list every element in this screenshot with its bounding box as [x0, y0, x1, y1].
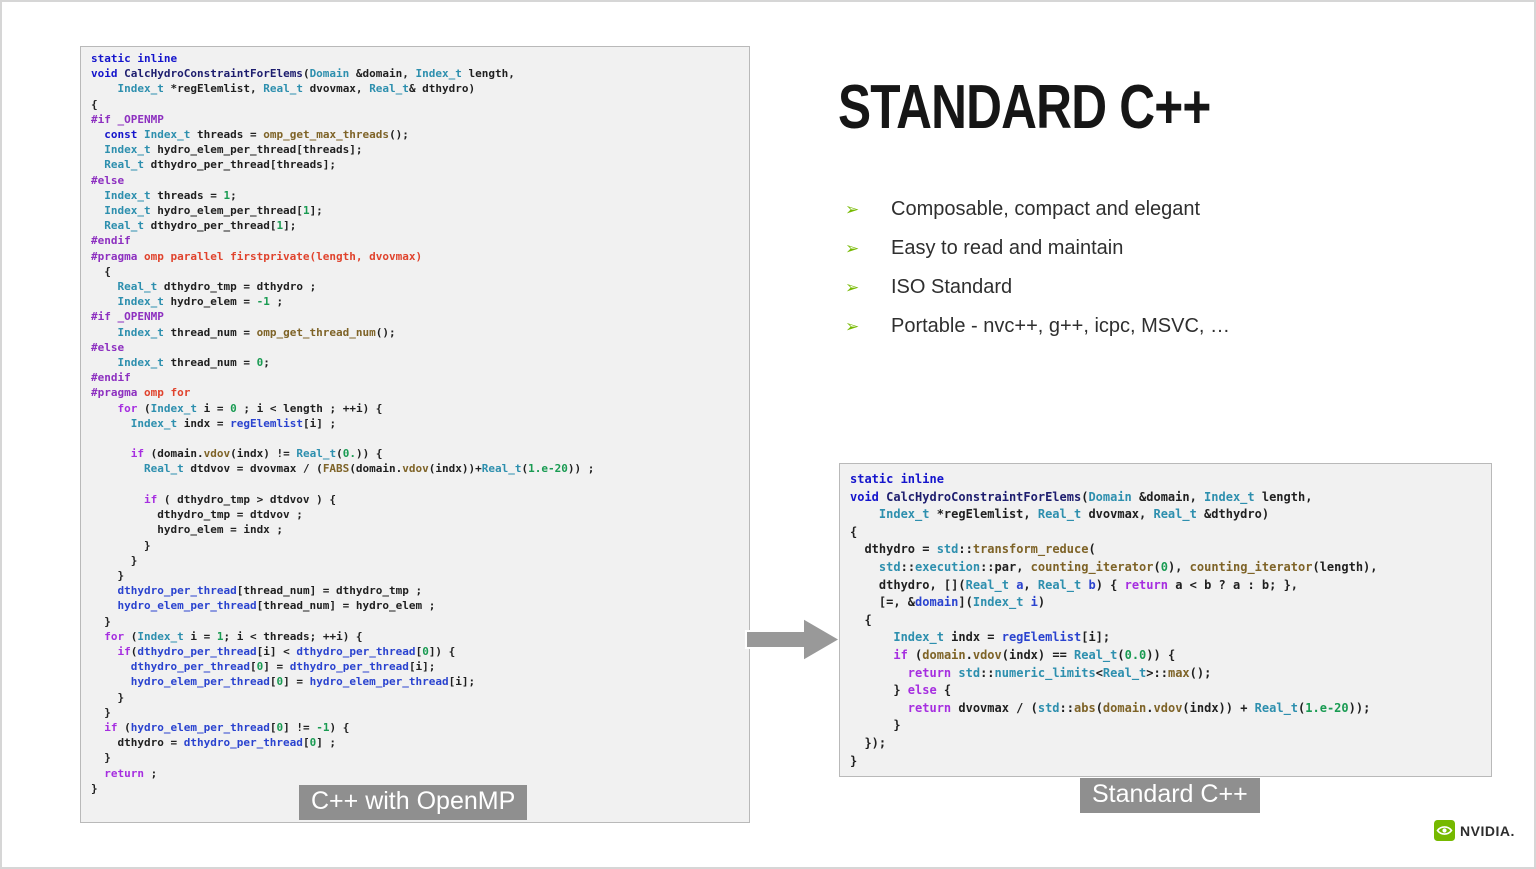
bullet-text: Portable - nvc++, g++, icpc, MSVC, … — [891, 315, 1231, 337]
stdpar-caption: Standard C++ — [1080, 778, 1260, 813]
nvidia-eye-icon — [1434, 820, 1455, 841]
page-title: STANDARD C++ — [838, 73, 1211, 142]
bullet-arrow-icon: ➢ — [845, 238, 860, 258]
bullet-text: Easy to read and maintain — [891, 237, 1124, 259]
right-arrow-icon — [745, 616, 842, 663]
bullet-text: Composable, compact and elegant — [891, 198, 1201, 220]
stdpar-code-block: static inline void CalcHydroConstraintFo… — [839, 463, 1492, 777]
openmp-code-block: static inline void CalcHydroConstraintFo… — [80, 46, 750, 823]
openmp-caption: C++ with OpenMP — [299, 785, 528, 820]
bullet-item: ➢ Composable, compact and elegant — [845, 190, 1230, 229]
nvidia-logo: NVIDIA. — [1434, 820, 1515, 841]
nvidia-wordmark: NVIDIA. — [1460, 822, 1515, 839]
bullet-text: ISO Standard — [891, 276, 1013, 298]
bullet-item: ➢ Portable - nvc++, g++, icpc, MSVC, … — [845, 307, 1230, 346]
bullet-item: ➢ Easy to read and maintain — [845, 229, 1230, 268]
bullet-arrow-icon: ➢ — [845, 316, 860, 336]
bullet-arrow-icon: ➢ — [845, 199, 860, 219]
bullet-list: ➢ Composable, compact and elegant ➢ Easy… — [845, 190, 1230, 346]
bullet-item: ➢ ISO Standard — [845, 268, 1230, 307]
bullet-arrow-icon: ➢ — [845, 277, 860, 297]
